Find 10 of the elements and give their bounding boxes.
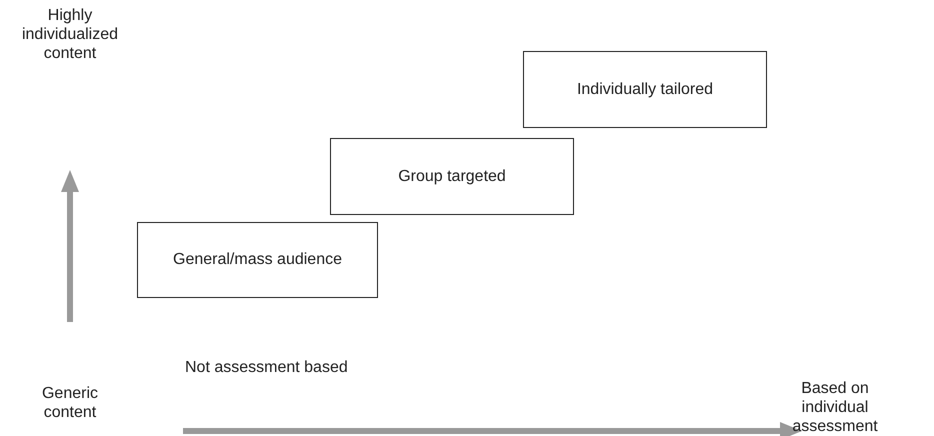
box-label: Group targeted [398,168,506,186]
category-box [137,222,378,298]
axis-label: Not assessment based [185,358,349,377]
axis-label: Highly individualized content [20,6,120,63]
box-label: Individually tailored [576,80,714,98]
axis-label: Based on individual assessment [791,379,879,436]
category-box [523,51,767,128]
axis-label: Generic content [40,384,100,422]
category-box [330,138,574,215]
box-label: General/mass audience [173,251,342,269]
